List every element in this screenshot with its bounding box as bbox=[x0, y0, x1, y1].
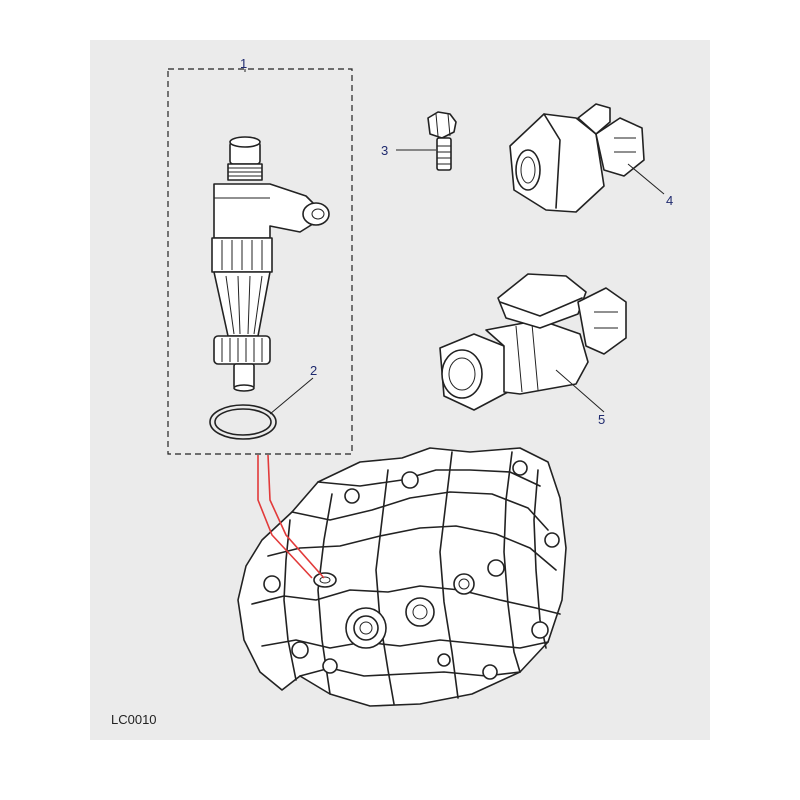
callout-4: 4 bbox=[666, 193, 673, 208]
callout-3: 3 bbox=[381, 143, 388, 158]
speed-sensor-adaptor bbox=[439, 273, 627, 411]
flange-bolt bbox=[427, 111, 457, 171]
transmission-housing bbox=[237, 447, 567, 707]
o-ring-seal bbox=[209, 404, 277, 440]
assembly-group-box bbox=[167, 68, 353, 455]
callout-2: 2 bbox=[310, 363, 317, 378]
speedometer-drive-pinion bbox=[211, 136, 330, 392]
leader-5 bbox=[555, 369, 605, 413]
diagram-reference-code: LC0010 bbox=[111, 712, 157, 727]
speed-sensor bbox=[509, 103, 645, 213]
leader-2 bbox=[269, 377, 314, 415]
location-leader-left bbox=[257, 455, 313, 579]
callout-1: 1 bbox=[240, 56, 247, 71]
leader-4 bbox=[627, 163, 665, 195]
location-leader-right bbox=[267, 454, 325, 579]
callout-5: 5 bbox=[598, 412, 605, 427]
